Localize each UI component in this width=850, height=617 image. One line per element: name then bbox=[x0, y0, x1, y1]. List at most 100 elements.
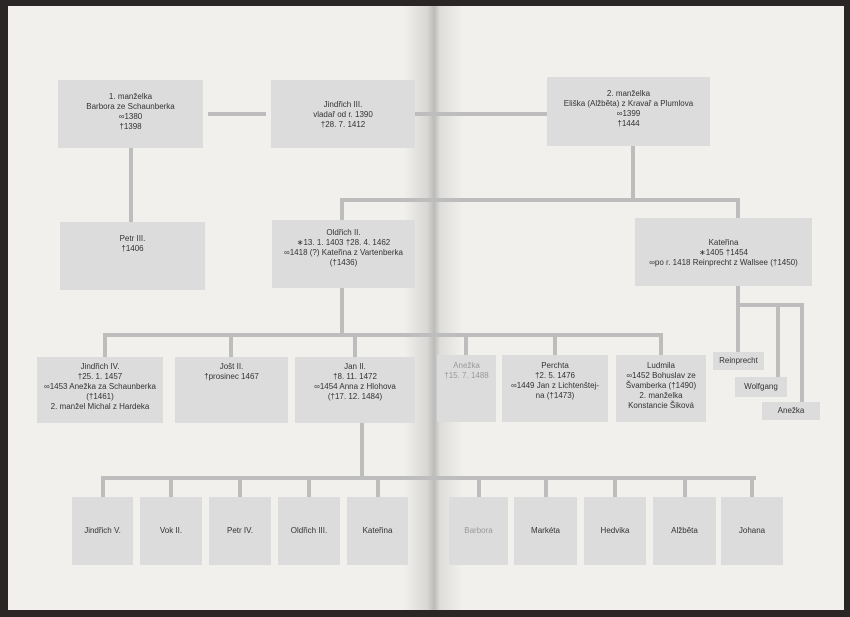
box-text-line: 1. manželka bbox=[108, 92, 153, 101]
box-text-line: †1444 bbox=[617, 119, 640, 128]
line-petr3 bbox=[129, 148, 133, 222]
line-c bbox=[800, 303, 804, 402]
person-row4: Johana bbox=[721, 497, 783, 565]
box-text-line: Anežka bbox=[453, 361, 480, 370]
line-c bbox=[476, 476, 481, 497]
person-jost-ii: Jošt II.†prosinec 1467 bbox=[175, 357, 288, 423]
box-text-line: Barbora ze Schaunberka bbox=[86, 102, 175, 111]
box-text-line: na (†1473) bbox=[535, 391, 575, 400]
marriage-line-2 bbox=[415, 112, 547, 116]
name: Oldřich III. bbox=[290, 526, 328, 535]
line-oldrich2 bbox=[340, 198, 344, 220]
line-c bbox=[169, 476, 173, 497]
line-c bbox=[750, 476, 754, 497]
person-katerina: Kateřina∗1405 †1454∞po r. 1418 Reinprech… bbox=[635, 218, 812, 286]
box-text-line: †8. 11. 1472 bbox=[333, 372, 377, 381]
marriage-line-1 bbox=[208, 112, 266, 116]
box-text-line: Jan II. bbox=[344, 362, 366, 371]
person-row4: Markéta bbox=[514, 497, 577, 565]
line-c bbox=[100, 476, 105, 497]
line-katerina bbox=[736, 198, 740, 218]
name: Wolfgang bbox=[744, 382, 778, 391]
box-text-line: ∞1399 bbox=[616, 109, 641, 118]
person-row4: Kateřina bbox=[347, 497, 408, 565]
person-row4: Alžběta bbox=[653, 497, 716, 565]
name: Vok II. bbox=[159, 526, 183, 535]
line-c bbox=[238, 476, 242, 497]
person-oldrich-ii: Oldřich II.∗13. 1. 1403 †28. 4. 1462∞141… bbox=[272, 220, 415, 288]
line-jan-down bbox=[360, 423, 364, 478]
box-text-line: †2. 5. 1476 bbox=[534, 371, 576, 380]
box-text-line: †15. 7. 1488 bbox=[444, 371, 489, 380]
line-c bbox=[103, 333, 107, 357]
box-text-line: Jindřich IV. bbox=[80, 362, 120, 371]
name: Reinprecht bbox=[719, 356, 758, 365]
line-row2 bbox=[340, 198, 740, 202]
box-text-line: ∞1454 Anna z Hlohova bbox=[314, 382, 396, 391]
line-c bbox=[375, 476, 380, 497]
line-wife2-down bbox=[631, 146, 635, 200]
name: Kateřina bbox=[362, 526, 393, 535]
box-text-line: ∞po r. 1418 Reinprecht z Wallsee (†1450) bbox=[649, 258, 798, 267]
box-text-line: Kateřina bbox=[708, 238, 739, 247]
line-c bbox=[682, 476, 687, 497]
box-text-line: (†1436) bbox=[329, 258, 358, 267]
line-c bbox=[543, 476, 548, 497]
name: Barbora bbox=[464, 526, 493, 535]
line-c bbox=[659, 333, 663, 355]
box-text-line: 2. manželka bbox=[639, 391, 683, 400]
box-text-line: 2. manželka bbox=[606, 89, 651, 98]
person-jindrich-iii: Jindřich III.vladař od r. 1390†28. 7. 14… bbox=[271, 80, 415, 148]
line-kat-children bbox=[736, 303, 804, 307]
person-row4: Hedvika bbox=[584, 497, 646, 565]
box-text-line: Ludmila bbox=[646, 361, 675, 370]
box-text-line: ∞1449 Jan z Lichtenštej- bbox=[511, 381, 599, 390]
name: Petr IV. bbox=[227, 526, 253, 535]
line-row4 bbox=[103, 476, 756, 480]
box-text-line: (†17. 12. 1484) bbox=[327, 392, 383, 401]
box-text-line: †25. 1. 1457 bbox=[77, 372, 123, 381]
line-c bbox=[229, 333, 233, 357]
box-text-line: Jošt II. bbox=[219, 362, 244, 371]
box-text-line: †prosinec 1467 bbox=[204, 372, 259, 381]
line-c bbox=[307, 476, 311, 497]
person-reinprecht: Reinprecht bbox=[713, 352, 764, 370]
person-petr-iii: Petr III.†1406 bbox=[60, 222, 205, 290]
name: Markéta bbox=[531, 526, 560, 535]
name: Johana bbox=[738, 526, 766, 535]
person-jan-ii: Jan II.†8. 11. 1472∞1454 Anna z Hlohova(… bbox=[295, 357, 415, 423]
line-c bbox=[776, 303, 780, 377]
person-anezka-2: Anežka bbox=[762, 402, 820, 420]
person-row4: Jindřich V. bbox=[72, 497, 133, 565]
box-text-line: †1406 bbox=[121, 244, 144, 253]
person-jindrich-iv: Jindřich IV.†25. 1. 1457∞1453 Anežka za … bbox=[37, 357, 163, 423]
box-text-line: (†1461) bbox=[86, 392, 114, 401]
person-wolfgang: Wolfgang bbox=[735, 377, 787, 397]
box-text-line: Eliška (Alžběta) z Kravař a Plumlova bbox=[563, 99, 694, 108]
person-perchta: Perchta†2. 5. 1476∞1449 Jan z Lichtenšte… bbox=[502, 355, 608, 422]
box-text-line: ∞1418 (?) Kateřina z Vartenberka bbox=[284, 248, 403, 257]
box-text-line: Oldřich II. bbox=[326, 228, 361, 237]
name: Alžběta bbox=[671, 526, 698, 535]
person-row4: Vok II. bbox=[140, 497, 202, 565]
line-oldrich-down bbox=[340, 288, 344, 335]
box-text-line: vladař od r. 1390 bbox=[313, 110, 373, 119]
box-text-line: Jindřich III. bbox=[323, 100, 363, 109]
person-row4: Oldřich III. bbox=[278, 497, 340, 565]
name: Jindřich V. bbox=[84, 526, 121, 535]
box-text-line: ∗13. 1. 1403 †28. 4. 1462 bbox=[296, 238, 391, 247]
person-anezka: Anežka†15. 7. 1488 bbox=[437, 355, 496, 422]
box-text-line: Švamberka (†1490) bbox=[625, 381, 697, 390]
person-row4: Petr IV. bbox=[209, 497, 271, 565]
line-c bbox=[464, 333, 468, 355]
box-text-line: ∞1380 bbox=[118, 112, 143, 121]
line-kat-down bbox=[736, 286, 740, 353]
box-text-line: ∞1453 Anežka za Schaunberka bbox=[43, 382, 156, 391]
name: Hedvika bbox=[600, 526, 630, 535]
name: Anežka bbox=[777, 406, 805, 415]
box-text-line: †28. 7. 1412 bbox=[320, 120, 366, 129]
box-text-line: †1398 bbox=[119, 122, 142, 131]
